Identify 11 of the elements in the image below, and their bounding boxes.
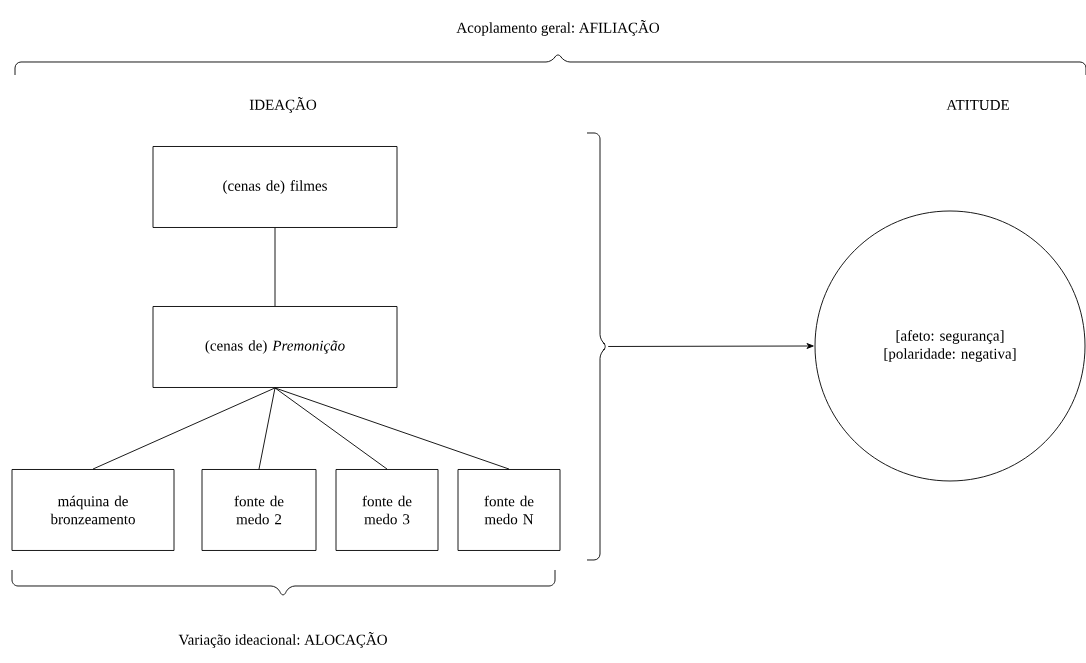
concept-box: fonte de medo 2 xyxy=(201,469,317,551)
concept-box: (cenas de) filmes xyxy=(152,146,398,228)
concept-box: fonte de medo 3 xyxy=(335,469,439,551)
brace xyxy=(586,132,606,561)
brace-label: ATITUDE xyxy=(946,99,1009,110)
brace-label: Variação ideacional: ALOCAÇÃO xyxy=(178,632,387,648)
concept-box: fonte de medo N xyxy=(457,469,561,551)
concept-box: (cenas de) Premonição xyxy=(152,306,398,388)
concept-box: máquina de bronzeamento xyxy=(11,469,175,551)
brace-label: IDEAÇÃO xyxy=(249,97,317,113)
brace-label: Acoplamento geral: AFILIAÇÃO xyxy=(456,20,660,36)
